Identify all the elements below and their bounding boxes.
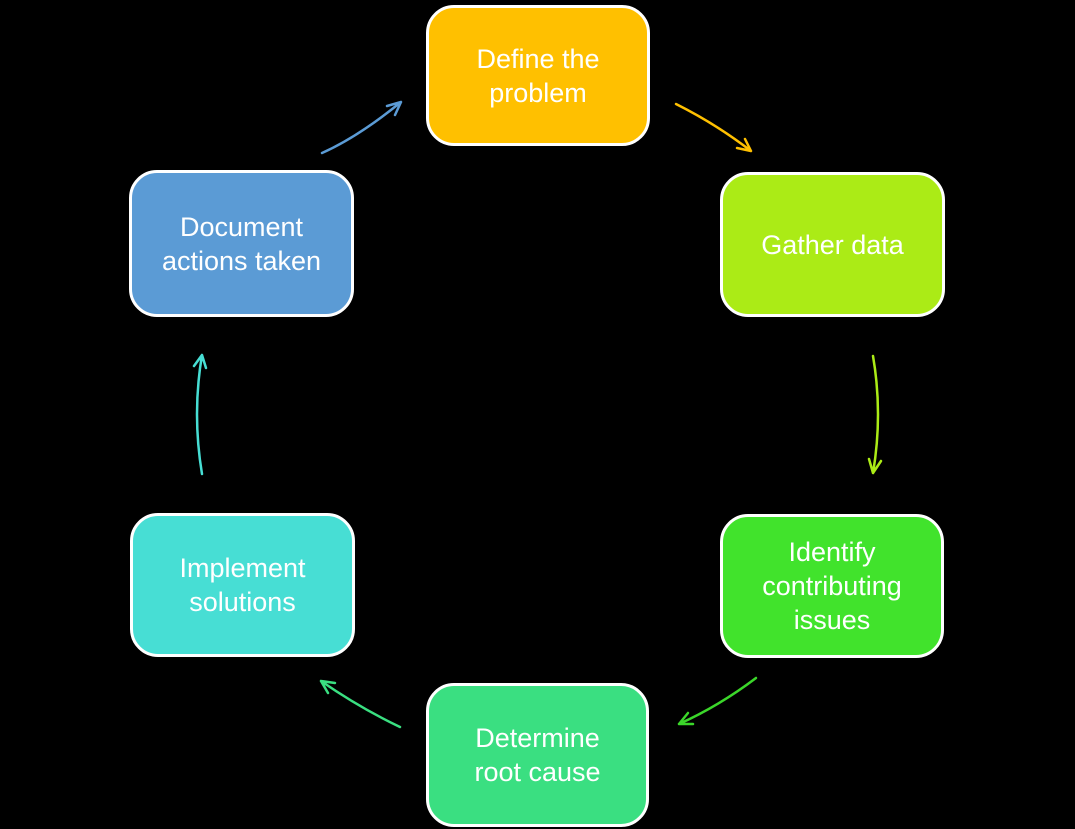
arrow-identify-to-determine	[677, 676, 758, 726]
arrow-determine-to-implement	[319, 679, 402, 729]
arrow-document-to-define	[320, 100, 403, 155]
identify-contributing-issues-label: Identify contributing issues	[762, 537, 902, 635]
node-define-the-problem: Define the problem	[426, 5, 650, 146]
arrow-define-to-gather	[674, 102, 753, 153]
determine-root-cause-label: Determine root cause	[474, 723, 601, 787]
define-the-problem-label: Define the problem	[476, 43, 600, 108]
arrow-gather-to-identify	[867, 354, 883, 475]
node-determine-root-cause: Determine root cause	[426, 683, 649, 827]
node-document-actions-taken: Document actions taken	[129, 170, 354, 317]
implement-solutions-label: Implement solutions	[179, 553, 306, 617]
node-implement-solutions: Implement solutions	[130, 513, 355, 657]
gather-data-label: Gather data	[761, 229, 904, 260]
node-gather-data: Gather data	[720, 172, 945, 317]
node-identify-contributing-issues: Identify contributing issues	[720, 514, 944, 658]
document-actions-taken-label: Document actions taken	[161, 211, 322, 276]
arrow-implement-to-document	[192, 353, 208, 476]
